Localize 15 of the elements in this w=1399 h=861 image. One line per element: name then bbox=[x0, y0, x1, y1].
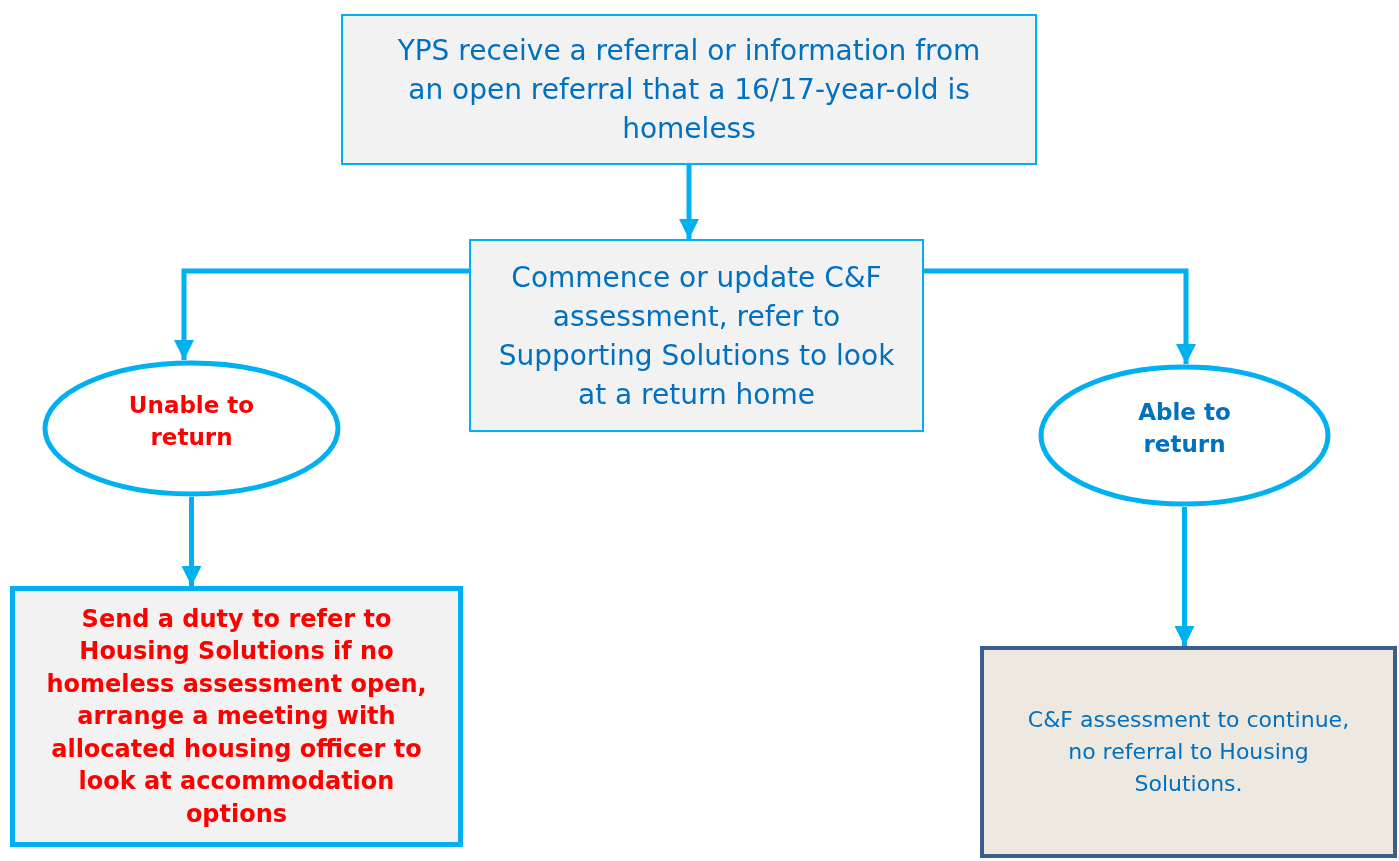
step-text: YPS receive a referral or information from an open referral that a 16/17-year-old is homeless bbox=[396, 33, 982, 147]
step-text: Send a duty to refer to Housing Solutions if no homeless assessment open, arrange a meeting with allocated housing officer to look at accommodation options bbox=[45, 603, 428, 830]
arrow bbox=[924, 268, 1196, 364]
step-text: C&F assessment to continue, no referral to Housing Solutions. bbox=[1026, 706, 1351, 798]
action-box bbox=[10, 586, 463, 847]
arrow bbox=[181, 497, 202, 586]
outcome-label: Able to return bbox=[1137, 397, 1232, 459]
outcome-label: Unable to return bbox=[127, 390, 256, 452]
arrow bbox=[1174, 507, 1195, 646]
process-box bbox=[341, 14, 1037, 165]
arrow bbox=[679, 165, 699, 239]
outcome-box bbox=[980, 646, 1397, 858]
arrow bbox=[174, 268, 469, 360]
process-box bbox=[469, 239, 924, 432]
step-text: Commence or update C&F assessment, refer to Supporting Solutions to look at a return home bbox=[497, 259, 896, 413]
